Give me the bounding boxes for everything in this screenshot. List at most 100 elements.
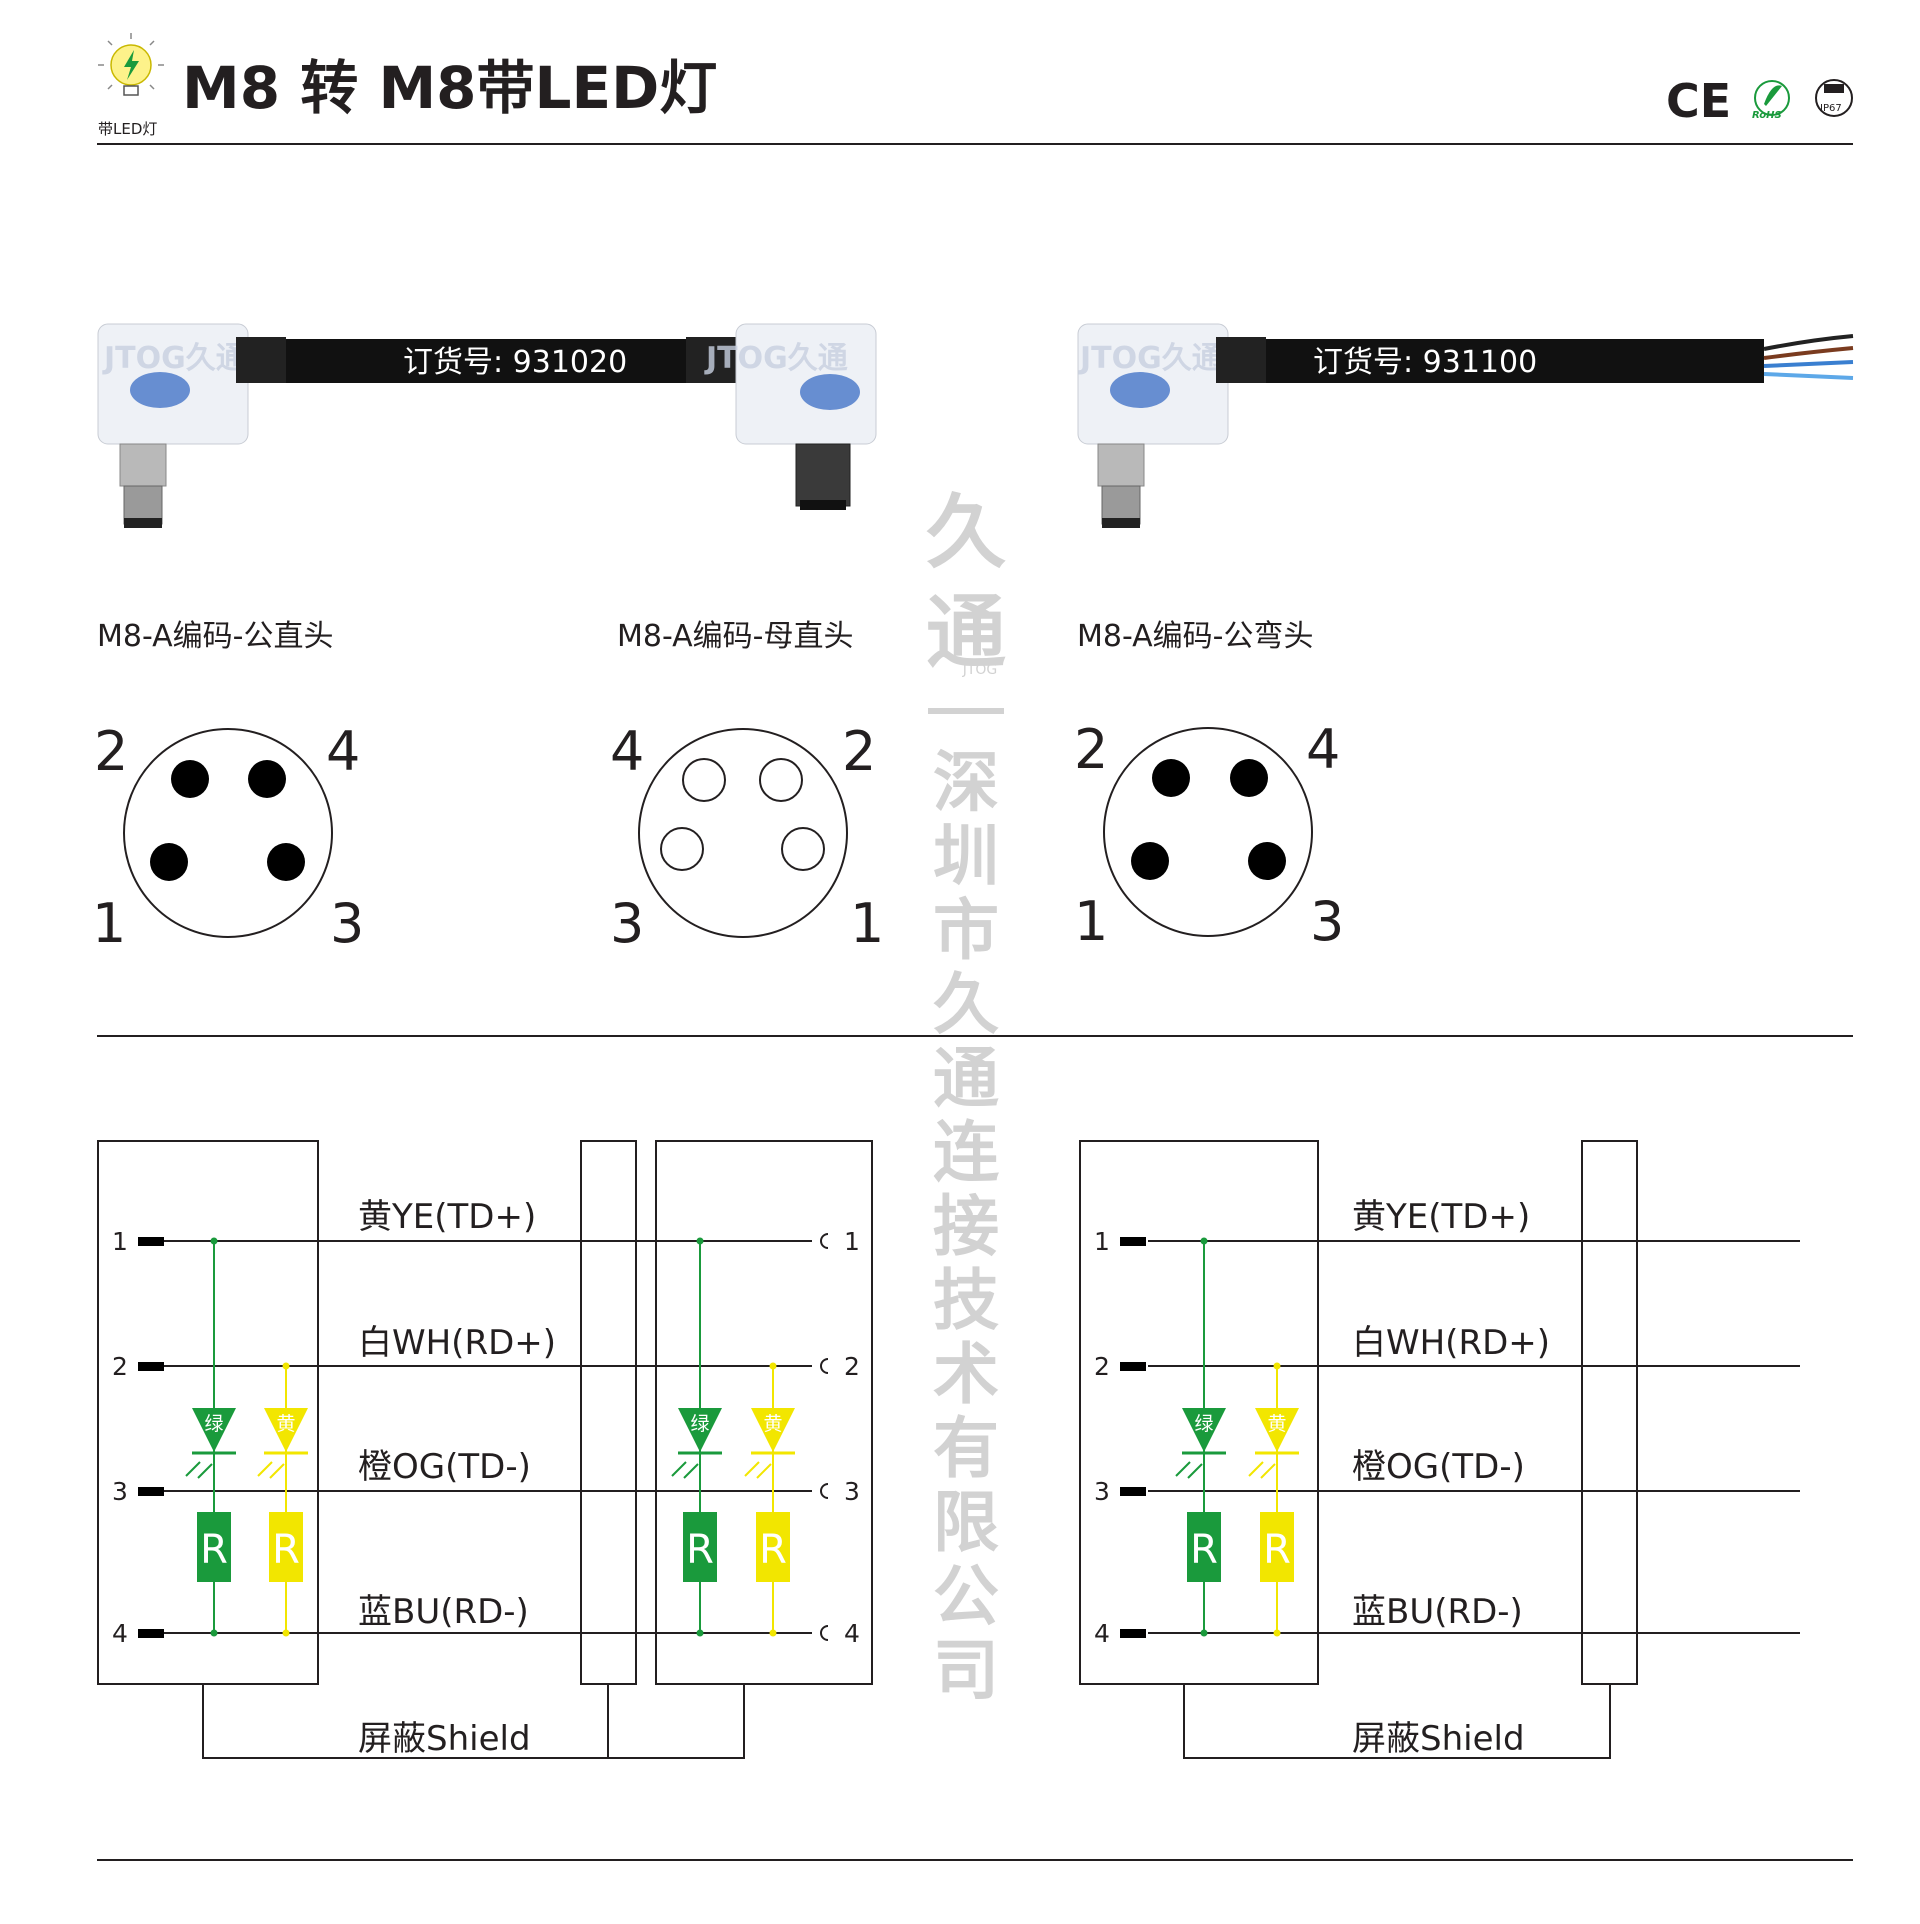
green-led-label: 绿 — [1194, 1413, 1213, 1435]
socket-2 — [759, 758, 803, 802]
pin-markers — [1120, 1237, 1146, 1638]
green-resistor — [197, 1512, 231, 1582]
pin-4 — [1230, 759, 1268, 797]
pin-label-1: 1 — [92, 892, 126, 955]
cable-jacket-2 — [1266, 339, 1764, 383]
shield-wire — [1183, 1684, 1611, 1759]
pin-label-2: 2 — [94, 720, 128, 783]
pin-label-1: 1 — [1074, 890, 1108, 953]
pin-number-2: 2 — [1094, 1352, 1110, 1381]
yellow-resistor — [269, 1512, 303, 1582]
connector-label-male-straight: M8-A编码-公直头 — [97, 619, 333, 654]
pin-number-3: 3 — [112, 1477, 128, 1506]
yellow-led — [264, 1408, 308, 1452]
female-nut — [795, 443, 851, 507]
watermark-brand-2: 通 — [926, 586, 1006, 679]
yellow-led-label: 黄 — [276, 1413, 295, 1435]
wire-label-orange: 橙OG(TD-) — [1352, 1447, 1525, 1487]
socket-number-1: 1 — [844, 1227, 860, 1256]
green-led-label: 绿 — [690, 1413, 709, 1435]
pin-2 — [171, 760, 209, 798]
watermark-char: 深 — [933, 744, 999, 821]
socket-4 — [682, 758, 726, 802]
pin-4 — [248, 760, 286, 798]
pin-label-3: 3 — [610, 892, 644, 955]
socket-contacts-right — [820, 1233, 829, 1641]
male-thread-left — [123, 485, 163, 525]
led-circuit: 绿 黄 R R — [1175, 1237, 1299, 1637]
socket-number-3: 3 — [844, 1477, 860, 1506]
rohs-text: RoHS — [1752, 110, 1782, 121]
connector-label-female-straight: M8-A编码-母直头 — [617, 619, 853, 654]
wire-label-orange: 橙OG(TD-) — [358, 1447, 531, 1487]
shield-label: 屏蔽Shield — [358, 1719, 531, 1759]
wire-label-yellow: 黄YE(TD+) — [1352, 1197, 1530, 1237]
green-resistor — [683, 1512, 717, 1582]
wire-label-blue: 蓝BU(RD-) — [358, 1592, 529, 1632]
watermark-char: 限 — [933, 1484, 999, 1561]
cable-box — [1581, 1140, 1638, 1685]
watermark-char: 通 — [933, 1040, 999, 1117]
shield-label: 屏蔽Shield — [1352, 1719, 1525, 1759]
yellow-resistor-label: R — [272, 1527, 300, 1573]
wire-label-yellow: 黄YE(TD+) — [358, 1197, 536, 1237]
pin-1 — [150, 843, 188, 881]
wire-label-white: 白WH(RD+) — [1352, 1323, 1550, 1363]
led-circuit-right: 绿 黄 R R — [671, 1237, 795, 1637]
yellow-led — [751, 1408, 795, 1452]
green-resistor — [1187, 1512, 1221, 1582]
pinout-male-angled: 2 4 1 3 — [1074, 718, 1344, 953]
rohs-logo: RoHS — [1752, 80, 1790, 121]
ce-mark: CE — [1666, 74, 1731, 128]
watermark-char: 接 — [933, 1188, 999, 1265]
pin-label-3: 3 — [330, 892, 364, 955]
flying-leads — [1763, 334, 1854, 380]
led-insert-left — [130, 372, 190, 408]
knurled-nut-left — [119, 443, 167, 487]
strain-relief-right — [686, 337, 736, 383]
order-number-931100: 订货号: 931100 — [1313, 345, 1537, 380]
connector-box-left — [97, 1140, 319, 1685]
watermark-brand-1: 久 — [926, 486, 1006, 579]
pin-number-4: 4 — [112, 1619, 128, 1648]
connector-box — [1079, 1140, 1319, 1685]
male-thread-angled — [1101, 485, 1141, 525]
header: 带LED灯 M8 转 M8带LED灯 CE RoHS IP67 — [97, 33, 1853, 145]
cable-jacket-1 — [286, 339, 686, 383]
pin-label-4: 4 — [610, 720, 644, 783]
pinout-female-straight: 4 2 3 1 — [610, 720, 884, 955]
green-led — [678, 1408, 722, 1452]
led-circuit-left: 绿 黄 R R — [185, 1237, 308, 1637]
wire-label-white: 白WH(RD+) — [358, 1323, 556, 1363]
pin-3 — [267, 843, 305, 881]
green-led — [192, 1408, 236, 1452]
pin-number-4: 4 — [1094, 1619, 1110, 1648]
led-insert-right — [800, 374, 860, 410]
watermark-brand-en: JTOG — [962, 662, 998, 678]
pin-face-left — [124, 518, 162, 528]
cable-931020: JTOG久通 订货号: 931020 JTOG久通 — [97, 323, 877, 528]
pin-number-1: 1 — [112, 1227, 128, 1256]
pin-label-4: 4 — [326, 720, 360, 783]
connector-box-right — [655, 1140, 873, 1685]
connector-face-outline — [1103, 727, 1313, 937]
pin-3 — [1248, 842, 1286, 880]
watermark-char: 公 — [933, 1558, 999, 1635]
led-bulb-icon — [98, 33, 164, 96]
wires — [164, 1240, 812, 1634]
pin-label-2: 2 — [842, 720, 876, 783]
connector-face-outline — [123, 728, 333, 938]
watermark-char: 技 — [933, 1262, 999, 1339]
strain-relief-angled — [1216, 337, 1266, 383]
green-resistor-label: R — [1190, 1527, 1218, 1573]
cable-box — [580, 1140, 637, 1685]
connector-face-outline — [638, 728, 848, 938]
pinout-male-straight: 2 4 1 3 — [92, 720, 364, 955]
pin-label-2: 2 — [1074, 718, 1108, 781]
pin-1 — [1131, 842, 1169, 880]
yellow-led-label: 黄 — [763, 1413, 782, 1435]
pin-number-3: 3 — [1094, 1477, 1110, 1506]
watermark-char: 司 — [933, 1632, 999, 1709]
